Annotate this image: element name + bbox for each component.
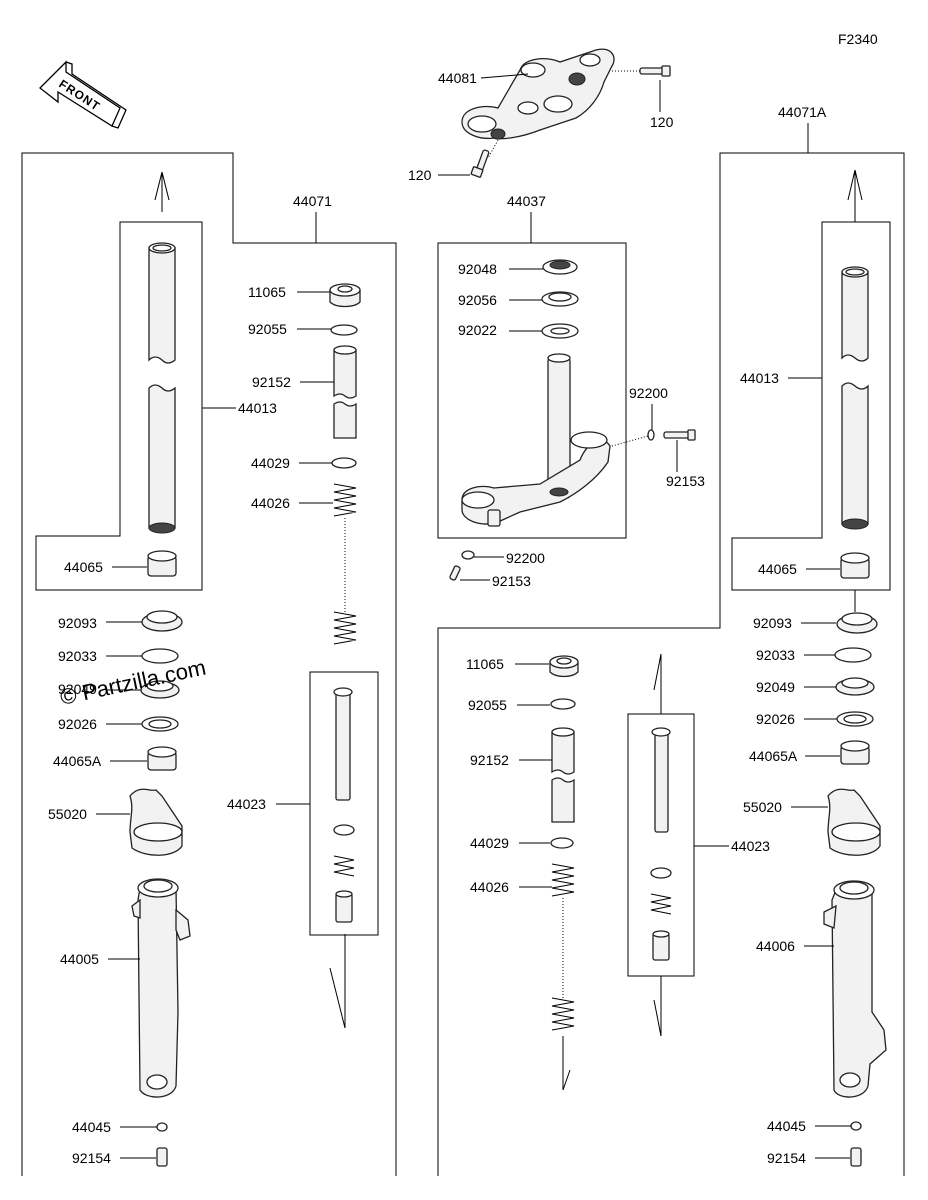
callout-92049-left: 92049: [58, 681, 97, 697]
callout-92022: 92022: [458, 322, 497, 338]
callout-44026-mid: 44026: [251, 495, 290, 511]
callout-44029-right: 44029: [470, 835, 509, 851]
callout-11065-mid: 11065: [248, 284, 286, 300]
callout-92200-left: 92200: [506, 550, 545, 566]
callout-92026-right: 92026: [756, 711, 795, 727]
callout-44037: 44037: [507, 193, 546, 209]
callout-92154-right: 92154: [767, 1150, 806, 1166]
callout-44065-right: 44065: [758, 561, 797, 577]
callout-92200-right: 92200: [629, 385, 668, 401]
callout-44065-left: 44065: [64, 559, 103, 575]
callout-92153-right: 92153: [666, 473, 705, 489]
callout-44023-right: 44023: [731, 838, 770, 854]
callout-92033-left: 92033: [58, 648, 97, 664]
callout-44005: 44005: [60, 951, 99, 967]
callout-44045-right: 44045: [767, 1118, 806, 1134]
bolt-120-right: [639, 65, 671, 77]
callout-44026-right: 44026: [470, 879, 509, 895]
front-arrow-icon: FRONT: [39, 60, 127, 129]
callout-44023-mid: 44023: [227, 796, 266, 812]
callout-92033-right: 92033: [756, 647, 795, 663]
left-internals-parts: [329, 283, 361, 923]
callout-44065A-left: 44065A: [53, 753, 102, 769]
callout-44081: 44081: [438, 70, 477, 86]
callout-92152-mid: 92152: [252, 374, 291, 390]
callout-92026-left: 92026: [58, 716, 97, 732]
callout-92049-right: 92049: [756, 679, 795, 695]
callout-92048: 92048: [458, 261, 497, 277]
callout-92055-right: 92055: [468, 697, 507, 713]
figure-code: F2340: [838, 31, 878, 47]
stem-kit-parts: [449, 259, 696, 581]
callout-44006: 44006: [756, 938, 795, 954]
callout-92055-mid: 92055: [248, 321, 287, 337]
callout-92093-right: 92093: [753, 615, 792, 631]
upper-bracket-part: [461, 48, 615, 140]
callout-44013-right: 44013: [740, 370, 779, 386]
callout-44013-left: 44013: [238, 400, 277, 416]
callout-44065A-right: 44065A: [749, 748, 798, 764]
callout-92093-left: 92093: [58, 615, 97, 631]
callout-120-right: 120: [650, 114, 674, 130]
callout-92154-left: 92154: [72, 1150, 111, 1166]
callout-55020-right: 55020: [743, 799, 782, 815]
callout-120-left: 120: [408, 167, 432, 183]
callout-44045-left: 44045: [72, 1119, 111, 1135]
callout-44071: 44071: [293, 193, 332, 209]
callout-92056: 92056: [458, 292, 497, 308]
callout-92152-right: 92152: [470, 752, 509, 768]
callout-11065-right: 11065: [466, 656, 504, 672]
callout-44071A: 44071A: [778, 104, 827, 120]
callout-44029-mid: 44029: [251, 455, 290, 471]
bolt-120-left: [470, 149, 490, 178]
left-fork-parts: [129, 242, 191, 1167]
kit-boundaries: [21, 152, 905, 1176]
right-internals-parts: [549, 655, 672, 1031]
callout-92153-left: 92153: [492, 573, 531, 589]
callout-55020-left: 55020: [48, 806, 87, 822]
right-fork-parts: [823, 266, 887, 1167]
